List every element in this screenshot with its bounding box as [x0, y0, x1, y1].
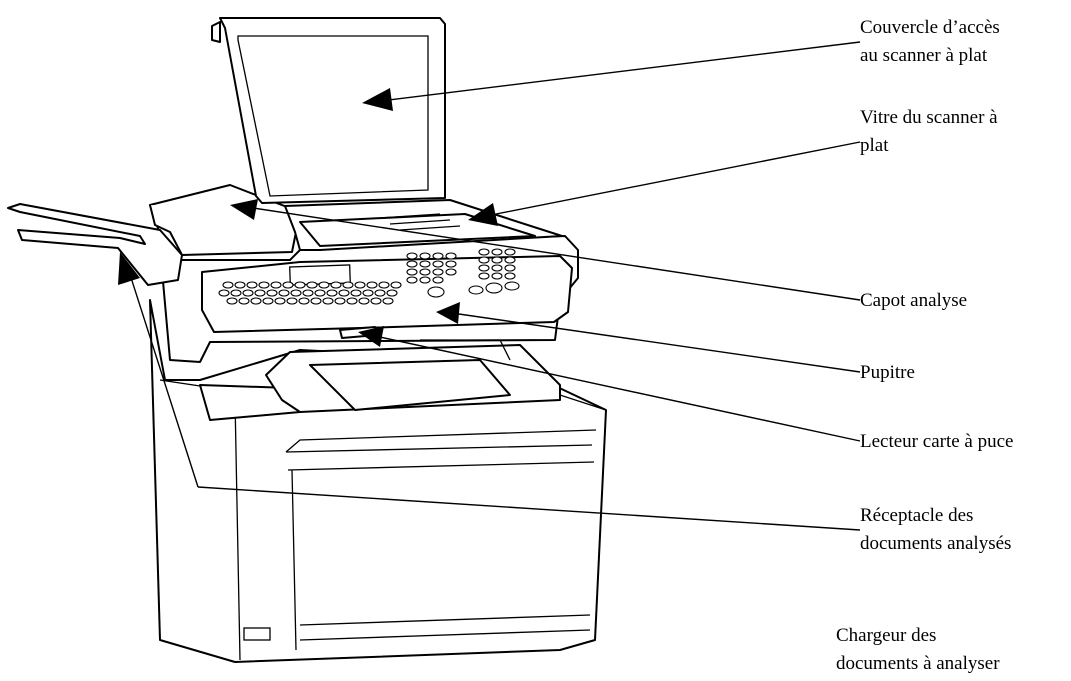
- label-capot: Capot analyse: [860, 287, 967, 315]
- leader-lines: [125, 41, 861, 531]
- keypad: [218, 248, 520, 305]
- arrow-vitre: [468, 203, 498, 226]
- flatbed-scanner: [211, 17, 563, 251]
- label-receptacle: Réceptacle des documents analysés: [860, 502, 1011, 558]
- label-couvercle: Couvercle d’accès au scanner à plat: [860, 14, 1000, 70]
- label-receptacle-line1: Réceptacle des: [860, 505, 974, 526]
- label-vitre-line1: Vitre du scanner à: [860, 107, 998, 128]
- leader-vitre: [475, 141, 861, 219]
- label-capot-line1: Capot analyse: [860, 290, 968, 311]
- arrow-lecteur: [358, 326, 384, 347]
- label-pupitre: Pupitre: [860, 359, 915, 387]
- label-receptacle-line2: documents analysés: [860, 533, 1012, 554]
- leader-capot: [239, 205, 861, 301]
- leader-lecteur: [365, 333, 861, 442]
- arrow-chargeur: [118, 252, 140, 285]
- leader-chargeur: [125, 261, 199, 488]
- label-chargeur-line2: documents à analyser: [836, 653, 1000, 674]
- label-couvercle-line2: au scanner à plat: [860, 45, 988, 66]
- label-lecteur-line1: Lecteur carte à puce: [860, 431, 1014, 452]
- leader-pupitre: [444, 311, 861, 373]
- label-lecteur: Lecteur carte à puce: [860, 428, 1013, 456]
- arrow-couvercle: [362, 88, 393, 111]
- label-chargeur-line1: Chargeur des: [836, 625, 937, 646]
- leader-couvercle: [371, 41, 861, 103]
- label-pupitre-line1: Pupitre: [860, 362, 915, 383]
- arrow-pupitre: [436, 302, 460, 324]
- leader-receptacle: [197, 486, 861, 531]
- arrowheads: [118, 88, 498, 347]
- label-vitre: Vitre du scanner à plat: [860, 104, 998, 160]
- label-vitre-line2: plat: [860, 135, 889, 156]
- arrow-capot: [230, 199, 258, 220]
- label-couvercle-line1: Couvercle d’accès: [860, 17, 1000, 38]
- output-tray: [199, 344, 561, 421]
- label-chargeur: Chargeur des documents à analyser: [836, 622, 1000, 678]
